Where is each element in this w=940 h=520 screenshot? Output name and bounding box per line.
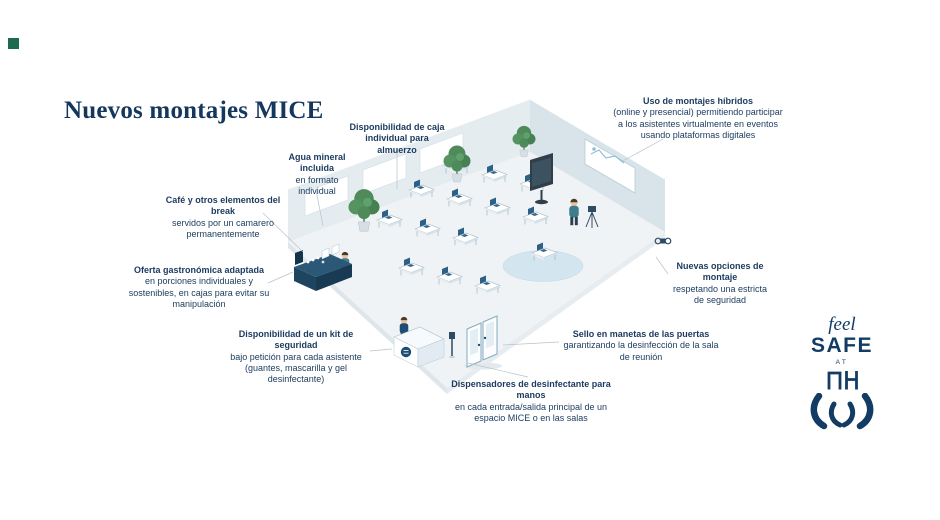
leader-line: [267, 271, 294, 284]
annotation-dispensadores: Dispensadores de desinfectante para mano…: [449, 379, 613, 424]
left-wall: [288, 98, 530, 242]
annotation-agua-mineral: Agua mineral incluida en formato individ…: [277, 152, 357, 197]
annotation-detail-text: (online y presencial) permitiendo partic…: [613, 107, 783, 140]
window: [304, 175, 349, 217]
page-title: Nuevos montajes MICE: [64, 97, 324, 124]
leader-line: [467, 362, 529, 378]
leader-lines: [262, 138, 669, 378]
leader-line: [655, 256, 669, 275]
hands-icon: [810, 393, 874, 430]
floor-edge: [447, 232, 665, 394]
leader-line: [369, 348, 393, 352]
door-handle: [483, 336, 487, 340]
leader-line: [502, 341, 560, 346]
annotation-cafe: Café y otros elementos del break servido…: [165, 195, 281, 240]
annotation-detail-text: servidos por un camarero permanentemente: [171, 217, 275, 239]
leader-line: [620, 138, 664, 163]
annotation-detail-text: garantizando la desinfección de la sala …: [563, 340, 719, 362]
tv-screen: [530, 153, 553, 205]
annotation-caja-individual: Disponibilidad de caja individual para a…: [348, 122, 446, 156]
annotation-detail-text: en formato individual: [295, 174, 339, 196]
annotation-bold-text: Nuevas opciones de montaje: [676, 261, 764, 283]
nh-monogram-icon: [827, 371, 858, 390]
leader-line: [262, 212, 304, 253]
logo-at-text: AT: [835, 359, 849, 367]
annotation-bold-text: Oferta gastronómica adaptada: [133, 265, 265, 275]
drone-icon: [654, 237, 672, 245]
annotation-opciones-montaje: Nuevas opciones de montaje respetando un…: [668, 261, 772, 306]
wall-top-trim: [287, 96, 666, 190]
reception-desk: [393, 326, 445, 368]
window: [362, 153, 407, 195]
door-handle: [477, 343, 481, 347]
annotation-bold-text: Café y otros elementos del break: [165, 195, 281, 217]
annotation-bold-text: Agua mineral incluida: [288, 152, 346, 174]
leader-line: [315, 189, 324, 227]
annotation-bold-text: Disponibilidad de un kit de seguridad: [238, 329, 354, 351]
annotation-kit-seguridad: Disponibilidad de un kit de seguridad ba…: [219, 329, 373, 385]
annotation-detail-text: en porciones individuales y sostenibles,…: [128, 276, 270, 309]
annotation-oferta-gastronomica: Oferta gastronómica adaptada en porcione…: [127, 265, 271, 310]
annotation-sello-puertas: Sello en manetas de las puertas garantiz…: [559, 329, 723, 363]
annotation-bold-text: Uso de montajes híbridos: [642, 96, 754, 106]
annotation-detail-text: en cada entrada/salida principal de un e…: [454, 401, 608, 423]
annotation-bold-text: Dispensadores de desinfectante para mano…: [451, 379, 611, 401]
logo-feel-text: feel: [828, 314, 856, 335]
sanitizer-dispenser: [449, 332, 455, 359]
annotation-detail-text: respetando una estricta de seguridad: [672, 283, 768, 305]
wall-screen: [584, 138, 636, 194]
logo-safe-text: SAFE: [810, 334, 873, 357]
camera-tripod-icon: [585, 206, 599, 228]
corner-marker: [8, 38, 19, 49]
annotation-bold-text: Disponibilidad de caja individual para a…: [349, 122, 445, 155]
annotation-detail-text: bajo petición para cada asistente (guant…: [230, 351, 362, 385]
buffet-table: [294, 243, 352, 291]
annotation-bold-text: Sello en manetas de las puertas: [572, 329, 710, 339]
annotation-montajes-hibridos: Uso de montajes híbridos (online y prese…: [612, 96, 784, 141]
feel-safe-logo: feel SAFE AT: [794, 315, 890, 431]
